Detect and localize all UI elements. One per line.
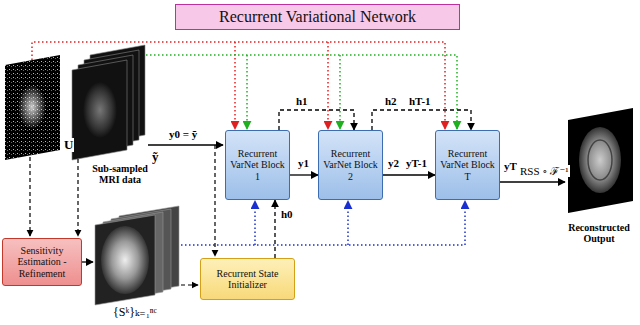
dashed-wire — [214, 145, 215, 256]
connector — [274, 200, 275, 258]
dashed-wire — [181, 284, 198, 285]
dashed-wire — [77, 159, 78, 236]
data-wire — [146, 55, 457, 129]
mask-symbol: U — [63, 138, 74, 152]
varnet-block: Recurrent VarNet Block 1 — [225, 130, 290, 200]
mask-image — [5, 55, 60, 160]
solid-wire — [500, 181, 565, 182]
data-wires — [146, 55, 457, 129]
solid-wires — [82, 145, 565, 262]
dashed-wire — [29, 157, 30, 236]
connector — [383, 174, 435, 175]
map-wire — [181, 201, 465, 245]
output-image — [568, 108, 633, 213]
title-text: Recurrent Variational Network — [219, 8, 416, 26]
edge-label: y2 — [387, 157, 400, 169]
data-wire — [246, 55, 248, 129]
edge-label: h2 — [384, 95, 398, 107]
state-symbol: yT-1 — [405, 157, 428, 169]
node-text: Recurrent VarNet Block 2 — [322, 148, 379, 183]
node-text: Recurrent VarNet Block T — [439, 148, 496, 183]
connector — [372, 110, 471, 130]
mask-center — [18, 85, 46, 129]
title-banner: Recurrent Variational Network — [175, 4, 460, 30]
edge-label: y1 — [297, 157, 310, 169]
estimation-box: Sensitivity Estimation - Refinement — [2, 238, 82, 286]
input-symbol: y0 = ỹ — [168, 128, 198, 140]
map-wires — [181, 201, 465, 245]
operator-label: RSS ∘ ℱ⁻¹ — [519, 165, 570, 177]
node-text: Recurrent State Initializer — [204, 268, 291, 291]
kspace-slice — [72, 60, 127, 160]
map-intensity — [101, 226, 149, 294]
solid-wire — [82, 261, 93, 262]
node-text: Recurrent VarNet Block 1 — [229, 148, 286, 183]
connector — [290, 174, 318, 175]
sensitivity-map — [95, 215, 155, 305]
varnet-block: Recurrent VarNet Block 2 — [318, 130, 383, 200]
initializer-box: Recurrent State Initializer — [200, 258, 295, 300]
mask-noise — [5, 55, 60, 160]
data-caption: Sub-sampled MRI data — [88, 163, 152, 185]
map-wire — [347, 201, 349, 245]
data-wire — [339, 55, 341, 129]
connector — [279, 110, 354, 130]
edge-label: h0 — [280, 208, 294, 220]
hidden-symbol: hT-1 — [408, 95, 432, 107]
brain-ventricle — [588, 140, 612, 180]
map-wire — [254, 201, 256, 245]
edge-label: h1 — [295, 95, 309, 107]
maps-symbol: {Sᵏ}ₖ₌₁ⁿᶜ — [112, 306, 158, 319]
node-text: Sensitivity Estimation - Refinement — [6, 245, 78, 280]
solid-wire — [148, 144, 223, 145]
data-symbol: ỹ — [151, 150, 160, 164]
output-caption: Reconstructed Output — [560, 222, 638, 244]
aliased-image — [83, 82, 117, 138]
varnet-block: Recurrent VarNet Block T — [435, 130, 500, 200]
output-symbol: yT — [503, 160, 518, 172]
brain-shape — [579, 127, 621, 193]
